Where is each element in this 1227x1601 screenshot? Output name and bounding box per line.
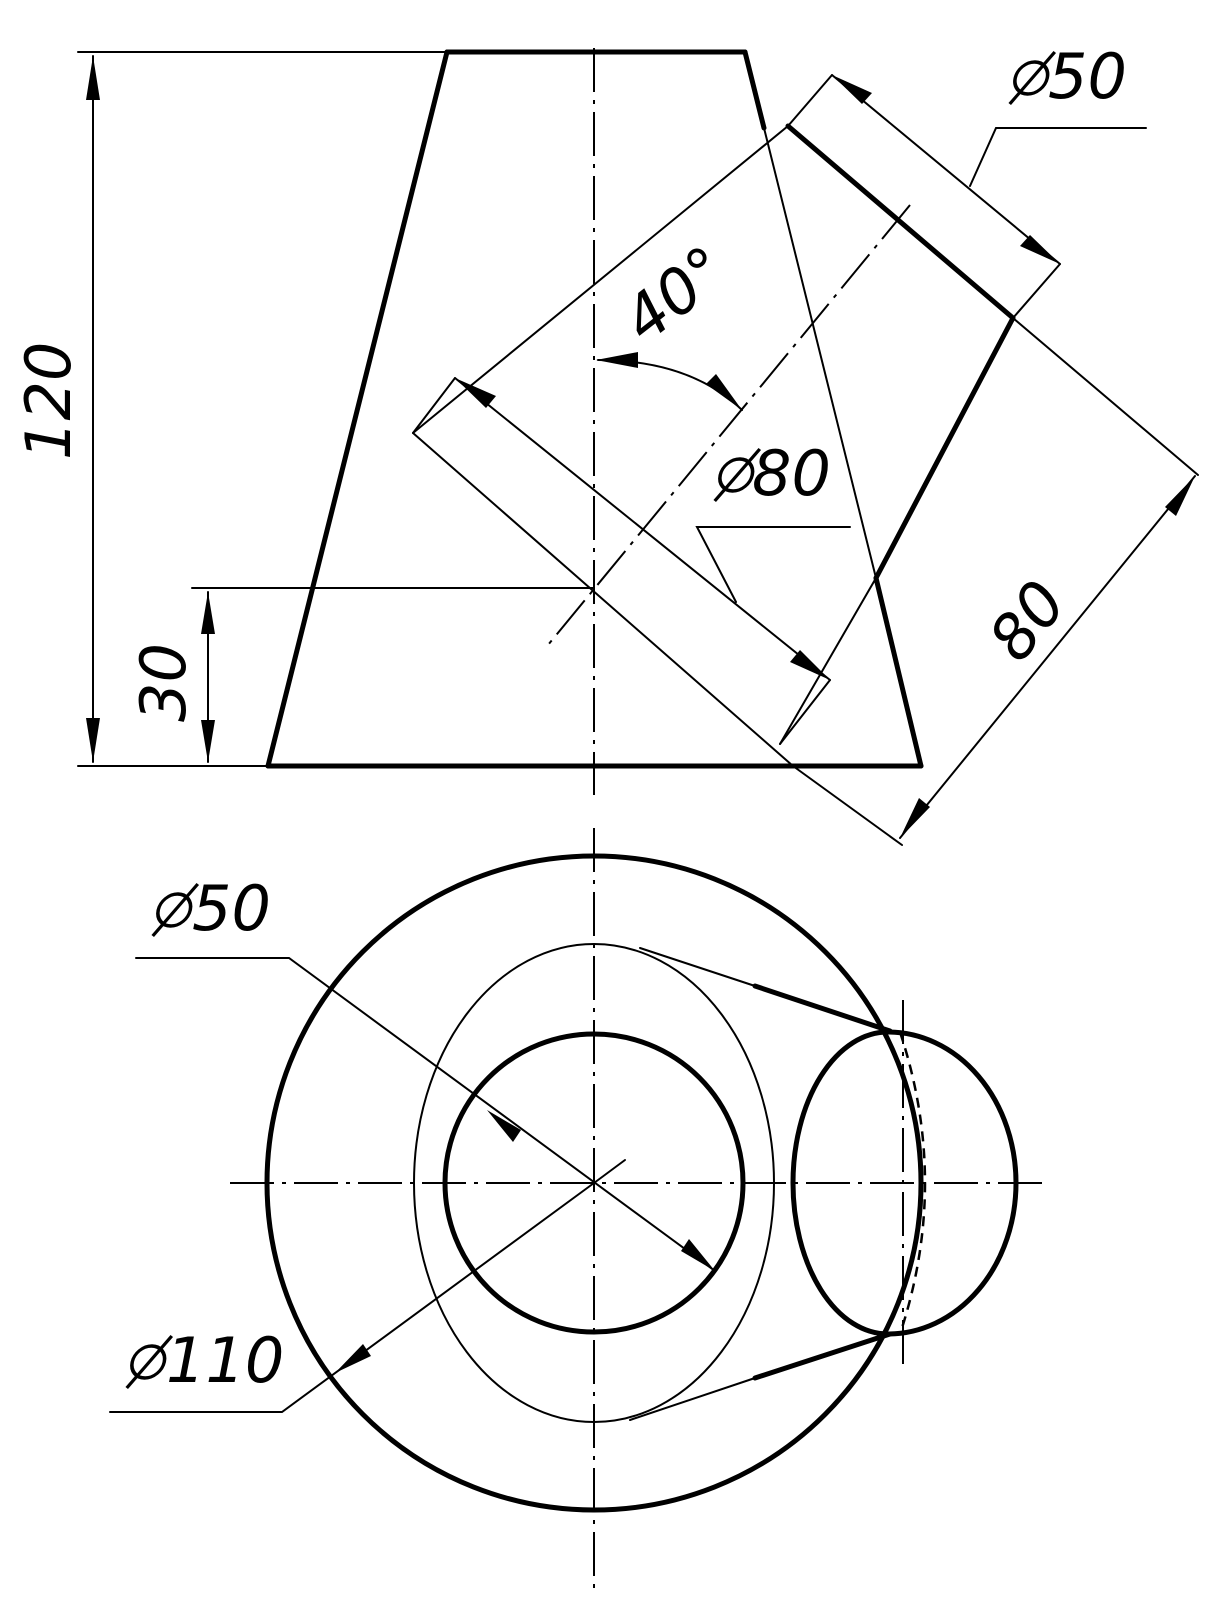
leader-phi110-outer bbox=[109, 1182, 595, 1413]
phi-symbol-inner-50 bbox=[151, 883, 200, 937]
dim-line-phi80 bbox=[454, 377, 831, 681]
cone-left-edge bbox=[265, 49, 450, 769]
branch-end-outline bbox=[885, 1029, 1019, 1337]
leader-phi80 bbox=[695, 526, 851, 603]
arrow-120-bottom bbox=[86, 718, 100, 762]
branch-projection-ellipse bbox=[413, 943, 775, 1423]
arrow-phi50-inner-b bbox=[681, 1239, 715, 1271]
tangent-lower-thin bbox=[629, 1377, 756, 1421]
ext-line-phi80-b bbox=[779, 679, 831, 745]
cone-right-edge-inner bbox=[763, 127, 877, 579]
arrow-phi110 bbox=[335, 1344, 371, 1373]
arrow-40deg-left bbox=[596, 352, 638, 368]
arrow-30-bottom bbox=[201, 720, 215, 762]
arrow-phi80-a bbox=[455, 378, 496, 408]
arrow-80-top bbox=[1165, 476, 1195, 516]
branch-axis-centerline bbox=[547, 204, 911, 646]
cone-right-edge-upper bbox=[742, 49, 767, 131]
arrow-phi50-top-b bbox=[1020, 235, 1060, 264]
arrow-120-top bbox=[86, 56, 100, 100]
arrow-phi80-b bbox=[790, 650, 830, 680]
ext-line-80-b bbox=[792, 765, 903, 846]
phi-symbol-outer-110 bbox=[125, 1335, 174, 1389]
dim-text-phi50-top: 50 bbox=[1048, 40, 1127, 113]
branch-intersection-curve bbox=[779, 577, 877, 745]
ext-line-phi50-a bbox=[787, 74, 833, 127]
branch-left-generatrix bbox=[412, 125, 789, 434]
inner-circle-top bbox=[442, 1031, 746, 1335]
tangent-lower-thick bbox=[752, 1331, 893, 1381]
arrow-40deg-right bbox=[706, 374, 742, 410]
dim-line-phi50-top bbox=[831, 74, 1061, 265]
arrow-phi50-inner-a bbox=[487, 1110, 521, 1142]
branch-right-generatrix bbox=[873, 315, 1016, 581]
top-view: 50 110 bbox=[109, 828, 1045, 1595]
arrow-80-bottom bbox=[900, 798, 930, 838]
leader-phi50-top bbox=[969, 127, 1147, 187]
dim-text-120: 120 bbox=[12, 342, 85, 460]
phi-symbol-80 bbox=[713, 448, 762, 502]
outer-circle-base bbox=[264, 853, 924, 1513]
front-view: 120 30 40° 50 80 bbox=[12, 40, 1199, 846]
branch-end-left-arc bbox=[790, 1029, 891, 1337]
dim-text-40deg: 40° bbox=[609, 232, 741, 357]
ext-line-80-a bbox=[1012, 317, 1199, 476]
dim-text-phi50-inner: 50 bbox=[192, 872, 271, 945]
dim-text-80: 80 bbox=[974, 567, 1080, 674]
cone-right-edge-lower bbox=[873, 575, 924, 769]
branch-bottom-face bbox=[412, 432, 794, 767]
branch-top-face bbox=[785, 123, 1016, 321]
ext-line-phi50-b bbox=[1012, 263, 1061, 319]
branch-end-hidden-arc bbox=[898, 1031, 927, 1335]
leader-phi50-inner bbox=[135, 957, 716, 1272]
tangent-upper-thin bbox=[639, 947, 756, 987]
dim-text-30: 30 bbox=[127, 643, 200, 722]
dim-line-80 bbox=[899, 475, 1196, 839]
arrow-phi50-top-a bbox=[832, 75, 872, 104]
short-centerline-inner bbox=[593, 1159, 626, 1184]
dim-text-phi110-outer: 110 bbox=[166, 1324, 284, 1397]
dim-text-phi80: 80 bbox=[752, 437, 831, 510]
ext-line-phi80-a bbox=[412, 377, 456, 434]
arrow-30-top bbox=[201, 592, 215, 634]
phi-symbol-top-50 bbox=[1008, 51, 1057, 105]
tangent-upper-thick bbox=[752, 983, 893, 1034]
